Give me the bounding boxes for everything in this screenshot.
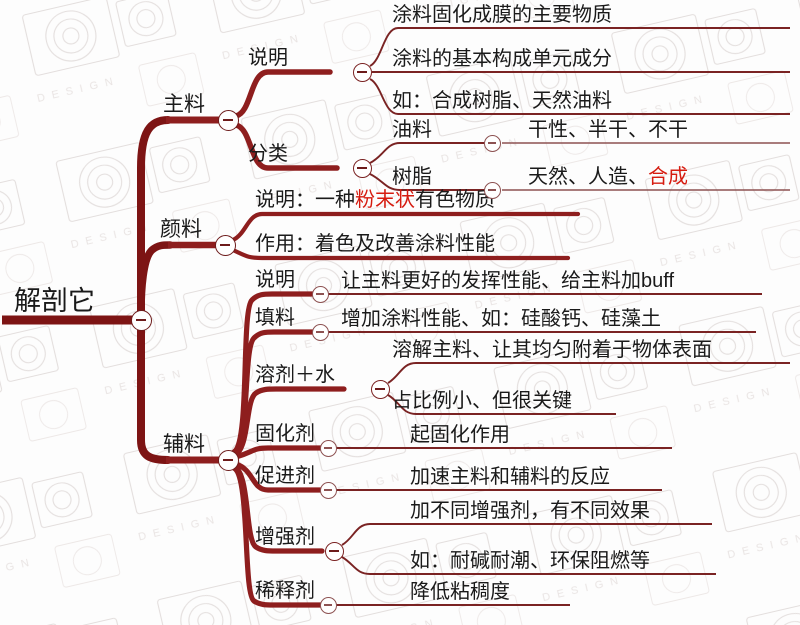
- node-fenlei-youliao[interactable]: 油料: [392, 119, 432, 141]
- node-fuliao-xishiji[interactable]: 稀释剂: [255, 580, 315, 602]
- leaf-yanliao-1-tail: 有色物质: [415, 189, 495, 211]
- leaf-shuzhi-detail-text: 天然、人造、: [528, 166, 648, 188]
- leaf-shuzhi-detail[interactable]: 天然、人造、合成: [528, 167, 688, 187]
- toggle-zhuliao-shuoming[interactable]: [352, 62, 372, 82]
- l1-zhuliao-to-shuoming: [233, 69, 333, 119]
- root-node-label[interactable]: 解剖它: [14, 286, 95, 316]
- toggle-zhuliao[interactable]: [217, 109, 239, 131]
- leaf-youliao-detail-text: 干性、半干、不干: [528, 119, 688, 141]
- l2-rongji-to-leaf1: [387, 362, 790, 384]
- node-fuliao-guhuaji[interactable]: 固化剂: [255, 423, 315, 445]
- leaf-fuliao-tianliao-1[interactable]: 增加涂料性能、如：硅酸钙、硅藻土: [341, 308, 661, 330]
- leaf-yanliao-2[interactable]: 作用：着色及改善涂料性能: [255, 233, 495, 255]
- leaf-fuliao-cujinji-1[interactable]: 加速主料和辅料的反应: [410, 466, 610, 488]
- trunk-mid: [137, 241, 174, 317]
- toggle-fuliao-shuoming[interactable]: [311, 285, 329, 303]
- branch-label-yanliao[interactable]: 颜料: [160, 218, 202, 241]
- leaf-yanliao-1-highlight: 粉末状: [355, 189, 415, 211]
- node-fuliao-tianliao[interactable]: 填料: [255, 307, 295, 329]
- branch-label-zhuliao[interactable]: 主料: [163, 93, 205, 116]
- toggle-fuliao-rongji[interactable]: [370, 379, 390, 399]
- toggle-youliao[interactable]: [483, 134, 501, 152]
- branch-label-fuliao[interactable]: 辅料: [163, 433, 205, 456]
- leaf-zhuliao-shuoming-2[interactable]: 涂料的基本构成单元成分: [392, 48, 612, 70]
- toggle-fuliao-xishiji[interactable]: [319, 596, 337, 614]
- toggle-root[interactable]: [130, 309, 152, 331]
- leaf-fuliao-zengqiang-1[interactable]: 加不同增强剂，有不同效果: [410, 500, 650, 522]
- leaf-fuliao-shuoming-1[interactable]: 让主料更好的发挥性能、给主料加buff: [341, 270, 674, 292]
- leaf-fuliao-rongji-2[interactable]: 占比例小、但很关键: [392, 390, 572, 412]
- leaf-zhuliao-shuoming-3[interactable]: 如：合成树脂、天然油料: [392, 90, 612, 112]
- leaf-yanliao-1[interactable]: 说明：一种粉末状有色物质: [255, 190, 495, 210]
- node-fuliao-rongji[interactable]: 溶剂＋水: [255, 364, 335, 386]
- leaf-yanliao-1-head: 说明：一种: [255, 189, 355, 211]
- toggle-fuliao-tianliao[interactable]: [311, 323, 329, 341]
- node-zhuliao-fenlei[interactable]: 分类: [248, 143, 288, 165]
- l2-zengqiang-to-leaf1: [341, 523, 712, 546]
- leaf-shuzhi-detail-highlight: 合成: [648, 166, 688, 188]
- toggle-fuliao[interactable]: [217, 449, 239, 471]
- toggle-zhuliao-fenlei[interactable]: [352, 158, 372, 178]
- toggle-fuliao-zengqiang[interactable]: [324, 541, 344, 561]
- leaf-zhuliao-shuoming-1[interactable]: 涂料固化成膜的主要物质: [392, 4, 612, 26]
- l1-fuliao-to-guhuaji: [233, 445, 325, 460]
- node-fuliao-zengqiangji[interactable]: 增强剂: [255, 526, 315, 548]
- node-fuliao-shuoming[interactable]: 说明: [255, 269, 295, 291]
- leaf-fuliao-xishiji-1[interactable]: 降低粘稠度: [410, 581, 510, 603]
- node-fuliao-cujinji[interactable]: 促进剂: [255, 465, 315, 487]
- leaf-fuliao-rongji-1[interactable]: 溶解主料、让其均匀附着于物体表面: [392, 339, 712, 361]
- toggle-fuliao-guhuaji[interactable]: [319, 439, 337, 457]
- leaf-fuliao-guhuaji-1[interactable]: 起固化作用: [410, 424, 510, 446]
- node-zhuliao-shuoming[interactable]: 说明: [248, 47, 288, 69]
- l2-fenlei-to-youliao: [369, 142, 487, 164]
- leaf-youliao-detail[interactable]: 干性、半干、不干: [528, 120, 688, 140]
- toggle-yanliao[interactable]: [214, 234, 236, 256]
- toggle-shuzhi[interactable]: [483, 181, 501, 199]
- leaf-fuliao-zengqiang-2[interactable]: 如：耐碱耐潮、环保阻燃等: [410, 550, 650, 572]
- node-fenlei-shuzhi[interactable]: 树脂: [392, 166, 432, 188]
- toggle-fuliao-cujinji[interactable]: [319, 481, 337, 499]
